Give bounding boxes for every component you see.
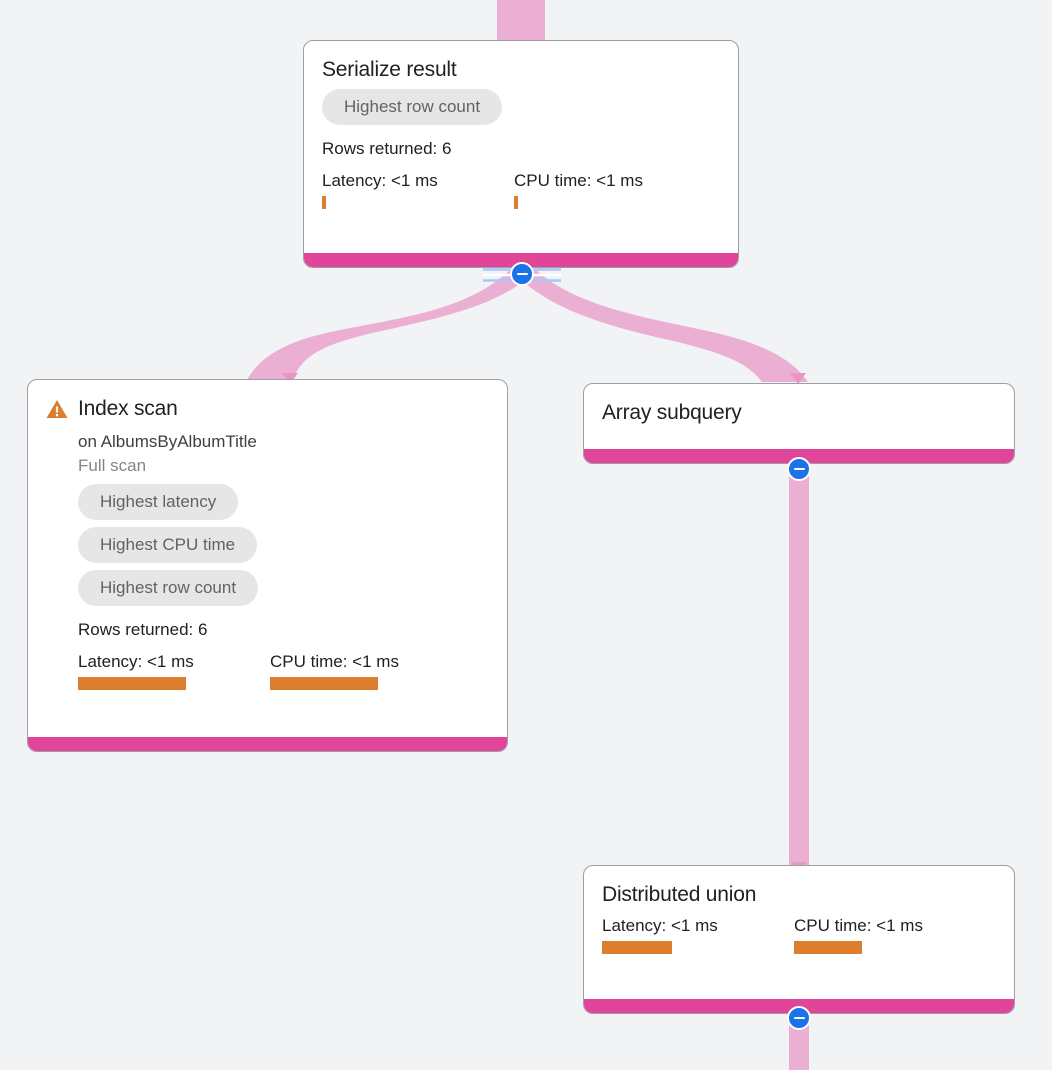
- metric-cpu-time-label: CPU time: <1 ms: [270, 652, 399, 671]
- title-row: Serialize result: [322, 57, 720, 83]
- chip-list: Highest latency Highest CPU time Highest…: [78, 484, 489, 613]
- metric-latency: Latency: <1 ms: [602, 915, 794, 954]
- metric-latency: Latency: <1 ms: [78, 651, 270, 690]
- node-title: Distributed union: [602, 883, 757, 906]
- chip-highest-row-count: Highest row count: [322, 89, 503, 125]
- metric-cpu-time-label: CPU time: <1 ms: [514, 171, 643, 190]
- chip-highest-row-count: Highest row count: [78, 570, 259, 606]
- node-title: Index scan: [78, 397, 178, 420]
- node-body: Array subquery: [584, 384, 1014, 449]
- metric-cpu-time: CPU time: <1 ms: [794, 915, 923, 954]
- metric-latency-label: Latency: <1 ms: [78, 652, 194, 671]
- metric-latency-bar: [322, 196, 326, 209]
- metric-cpu-time-bar: [514, 196, 518, 209]
- metric-latency-bar: [78, 677, 186, 690]
- collapse-button-serialize-result[interactable]: [510, 262, 534, 286]
- warning-triangle-icon: [46, 399, 68, 424]
- metrics-row: Latency: <1 ms CPU time: <1 ms: [602, 915, 996, 954]
- node-footer: [28, 737, 507, 751]
- edge-array-subquery-to-distributed-union: [789, 466, 809, 870]
- title-row: Index scan: [46, 396, 489, 424]
- node-title: Serialize result: [322, 58, 457, 81]
- metric-latency: Latency: <1 ms: [322, 170, 514, 209]
- node-footer: [584, 449, 1014, 463]
- collapse-button-distributed-union[interactable]: [787, 1006, 811, 1030]
- edge-serialize-result-to-array-subquery: [514, 270, 808, 382]
- metric-cpu-time-label: CPU time: <1 ms: [794, 916, 923, 935]
- chip-highest-cpu-time: Highest CPU time: [78, 527, 258, 563]
- metric-cpu-time: CPU time: <1 ms: [514, 170, 643, 209]
- edge-serialize-result-to-index-scan: [246, 268, 534, 382]
- node-footer: [304, 253, 738, 267]
- collapse-button-array-subquery[interactable]: [787, 457, 811, 481]
- node-title: Array subquery: [602, 401, 742, 424]
- node-serialize-result[interactable]: Serialize result Highest row count Rows …: [303, 40, 739, 268]
- node-body: Serialize result Highest row count Rows …: [304, 41, 738, 253]
- chip-highest-latency: Highest latency: [78, 484, 239, 520]
- chip-list: Highest row count: [322, 89, 720, 132]
- title-row: Array subquery: [602, 400, 996, 426]
- metrics-row: Latency: <1 ms CPU time: <1 ms: [322, 170, 720, 209]
- node-index-scan[interactable]: Index scan on AlbumsByAlbumTitle Full sc…: [27, 379, 508, 752]
- node-distributed-union[interactable]: Distributed union Latency: <1 ms CPU tim…: [583, 865, 1015, 1014]
- node-body: Index scan on AlbumsByAlbumTitle Full sc…: [28, 380, 507, 737]
- metric-cpu-time-bar: [794, 941, 862, 954]
- metric-cpu-time: CPU time: <1 ms: [270, 651, 399, 690]
- metrics-row: Latency: <1 ms CPU time: <1 ms: [78, 651, 489, 690]
- node-subtitle: on AlbumsByAlbumTitle: [78, 432, 257, 451]
- node-body: Distributed union Latency: <1 ms CPU tim…: [584, 866, 1014, 999]
- metric-latency-label: Latency: <1 ms: [602, 916, 718, 935]
- metric-latency-label: Latency: <1 ms: [322, 171, 438, 190]
- metric-latency-bar: [602, 941, 672, 954]
- metric-cpu-time-bar: [270, 677, 378, 690]
- node-subtitle-secondary: Full scan: [78, 456, 147, 475]
- node-array-subquery[interactable]: Array subquery: [583, 383, 1015, 464]
- title-row: Distributed union: [602, 882, 996, 908]
- rows-returned: Rows returned: 6: [78, 620, 208, 639]
- rows-returned: Rows returned: 6: [322, 139, 452, 158]
